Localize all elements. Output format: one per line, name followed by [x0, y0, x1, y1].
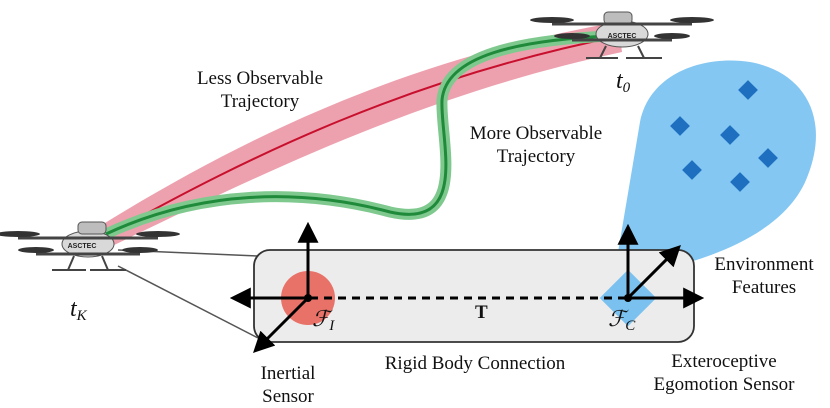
- environment-features-line2: Features: [731, 277, 797, 298]
- more-observable-line2: Trajectory: [496, 146, 576, 167]
- less-observable-line1: Less Observable: [196, 68, 324, 89]
- environment-features-label: Environment Features: [702, 253, 826, 299]
- transform-label: T: [475, 302, 488, 323]
- less-observable-line2: Trajectory: [220, 91, 300, 112]
- frame-I-base: ℱ: [312, 306, 330, 331]
- inertial-sensor-line1: Inertial: [260, 363, 316, 384]
- camera-frame-origin: [624, 294, 632, 302]
- t0-base: t: [616, 68, 623, 94]
- exteroceptive-sensor-line1: Exteroceptive: [671, 351, 777, 372]
- camera-frame-axes: [617, 223, 705, 309]
- exteroceptive-sensor-line2: Egomotion Sensor: [653, 374, 795, 395]
- frame-I-sub: I: [329, 318, 335, 334]
- time-label-t0: t0: [616, 68, 630, 97]
- frame-C-base: ℱ: [608, 306, 626, 331]
- tK-sub: K: [76, 308, 87, 324]
- drone-brand-text: ASCTEC: [608, 33, 637, 40]
- drone-brand-text: ASCTEC: [68, 243, 97, 250]
- t0-sub: 0: [622, 80, 631, 96]
- less-observable-band: [100, 22, 622, 246]
- frame-label-I: ℱI: [312, 306, 334, 335]
- drone-t0: ASCTEC: [530, 11, 714, 59]
- inertial-sensor-label: Inertial Sensor: [238, 362, 338, 408]
- frame-C-sub: C: [625, 318, 636, 334]
- more-observable-line: [105, 34, 611, 236]
- rigid-body-connection-label: Rigid Body Connection: [384, 353, 566, 374]
- less-observable-line: [105, 35, 621, 237]
- inertial-sensor-line2: Sensor: [262, 386, 314, 407]
- more-observable-line1: More Observable: [469, 123, 603, 144]
- exteroceptive-sensor-label: Exteroceptive Egomotion Sensor: [626, 350, 822, 396]
- drone-tK: ASCTEC: [0, 221, 180, 271]
- inertial-frame-origin: [304, 294, 312, 302]
- more-observable-label: More Observable Trajectory: [446, 122, 626, 168]
- camera-fov-cone: [612, 60, 816, 289]
- tK-base: t: [70, 296, 77, 322]
- less-observable-label: Less Observable Trajectory: [180, 67, 340, 113]
- connector-line-lower: [117, 265, 259, 339]
- time-label-tK: tK: [70, 296, 87, 325]
- inertial-frame-axes: [229, 221, 319, 353]
- environment-features-line1: Environment: [714, 254, 814, 275]
- frame-label-C: ℱC: [608, 306, 635, 335]
